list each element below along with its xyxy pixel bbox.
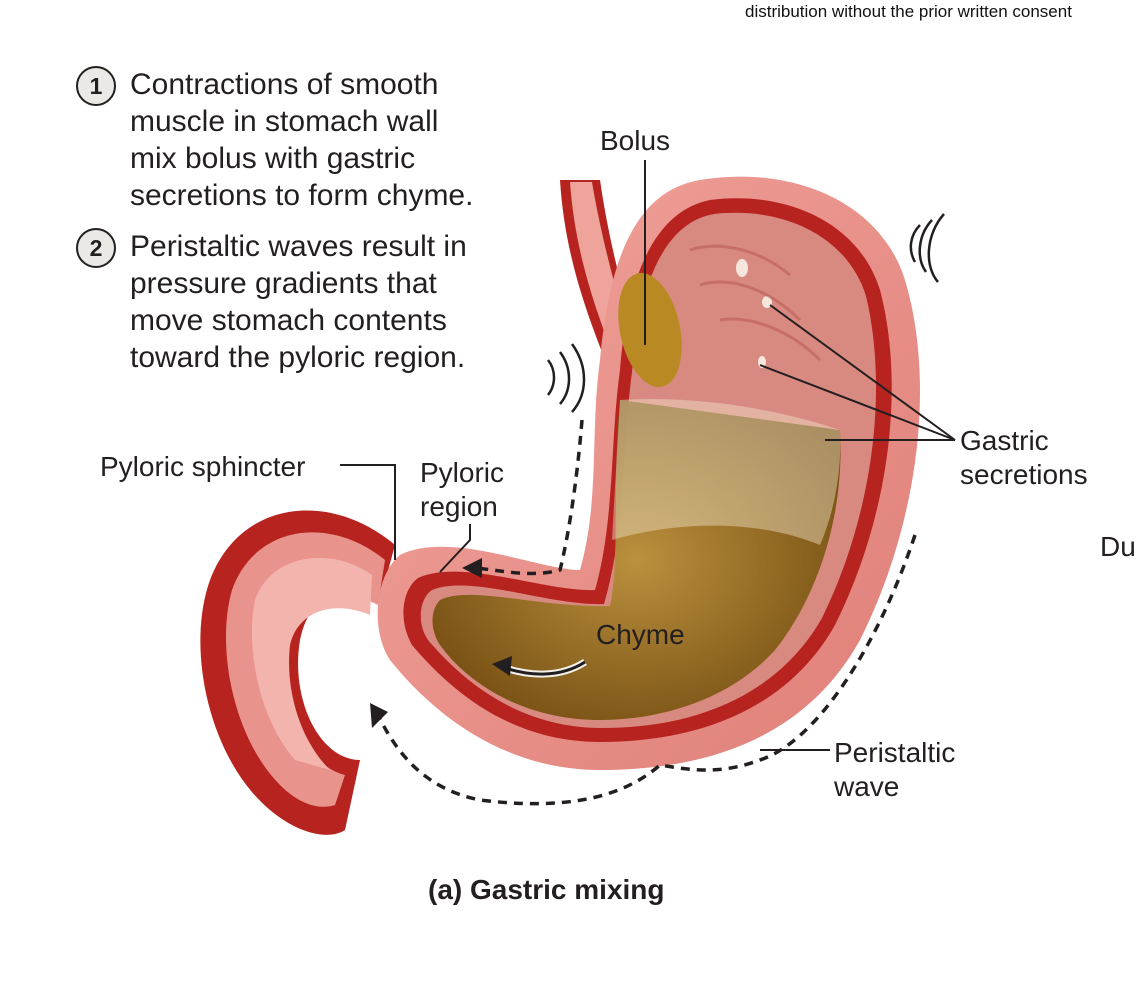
duodenum	[200, 510, 395, 834]
pyloric-region-label: Pyloric region	[420, 456, 504, 524]
step-2: 2 Peristaltic waves result in pressure g…	[76, 228, 467, 376]
step-1-number: 1	[76, 66, 116, 106]
duodenum-partial-label: Du	[1100, 530, 1136, 564]
step-2-number: 2	[76, 228, 116, 268]
bolus-label: Bolus	[600, 124, 670, 158]
step-1: 1 Contractions of smooth muscle in stoma…	[76, 66, 473, 214]
pyloric-sphincter-label: Pyloric sphincter	[100, 450, 305, 484]
step-1-text: Contractions of smooth muscle in stomach…	[130, 66, 473, 214]
arrow-head-lower	[370, 703, 388, 728]
gastric-secretions-label: Gastric secretions	[960, 424, 1088, 492]
figure-caption: (a) Gastric mixing	[428, 874, 665, 906]
step-2-text: Peristaltic waves result in pressure gra…	[130, 228, 467, 376]
peristaltic-wave-label: Peristaltic wave	[834, 736, 955, 804]
chyme-label: Chyme	[596, 618, 685, 652]
